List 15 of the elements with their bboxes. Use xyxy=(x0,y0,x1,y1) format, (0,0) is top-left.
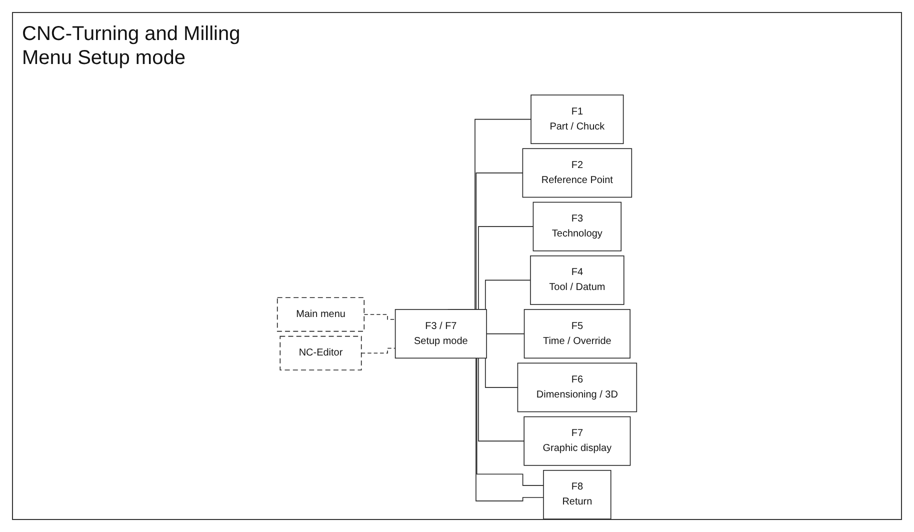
node-box: F5 Time / Override xyxy=(524,309,630,359)
node-box: F3 / F7 Setup mode xyxy=(394,309,487,359)
node-box: F2 Reference Point xyxy=(522,148,632,198)
connector xyxy=(360,348,396,354)
node-box: F4 Tool / Datum xyxy=(530,255,624,305)
node-box: NC-Editor xyxy=(280,336,362,370)
node-box: F8 Return xyxy=(543,470,612,520)
node-box: Main menu xyxy=(276,297,365,332)
node-box: F1 Part / Chuck xyxy=(530,94,624,144)
connector xyxy=(364,314,396,320)
node-box: F3 Technology xyxy=(532,202,622,252)
connector xyxy=(486,333,525,334)
diagram-title: CNC-Turning and Milling Menu Setup mode xyxy=(22,22,242,70)
node-box: F6 Dimensioning / 3D xyxy=(517,362,638,412)
node-box: F7 Graphic display xyxy=(524,416,631,466)
